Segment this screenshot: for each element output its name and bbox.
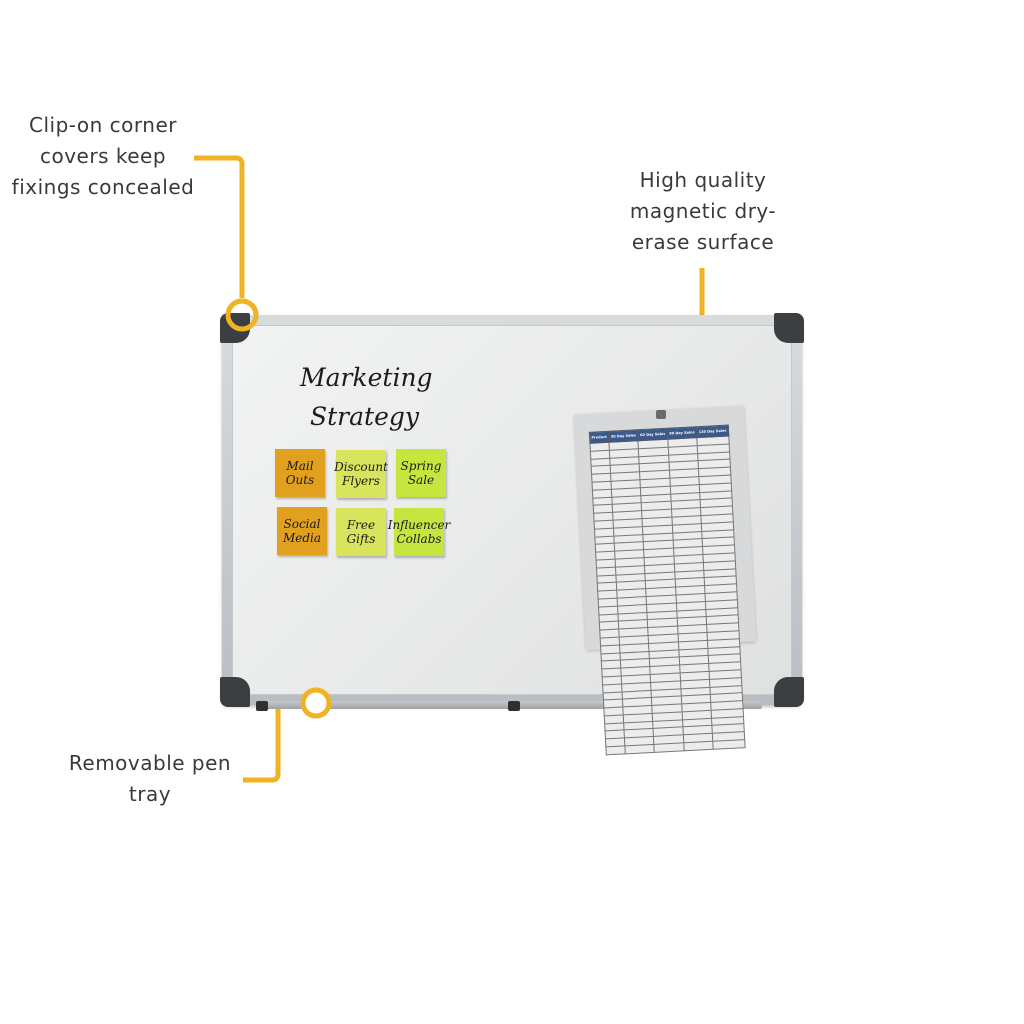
sales-table: Product 30 Day Sales 60 Day Sales 90 Day… [589,425,746,756]
table-cell [624,744,655,754]
sticky-note: Discount Flyers [334,450,388,498]
pinned-sales-sheet: Product 30 Day Sales 60 Day Sales 90 Day… [573,405,757,755]
sticky-note: Mail Outs [275,449,325,497]
sticky-note: Free Gifts [336,508,386,556]
board-title-line1: Marketing [300,363,433,392]
sticky-note: Influencer Collabs [388,508,450,556]
pen-tray-clip-left [256,701,268,711]
sticky-note: Social Media [277,507,327,555]
corner-cover-top-right [774,313,804,343]
table-cell [712,739,746,750]
sales-table-body [589,436,746,755]
callout-pen-tray: Removable pen tray [68,751,232,806]
table-cell [683,741,714,751]
table-cell [654,742,684,753]
board-title-line2: Strategy [310,402,419,431]
pen-tray-clip-right [508,701,520,711]
callout-corner-covers: Clip-on corner covers keep fixings conce… [11,113,195,199]
corner-leader-dot-overlay [225,298,259,332]
table-cell [605,745,626,755]
corner-cover-bottom-right [774,677,804,707]
corner-cover-bottom-left [220,677,250,707]
sticky-note: Spring Sale [396,449,446,497]
callout-dry-erase-surface: High quality magnetic dry- erase surface [629,168,777,254]
corner-leader-line [194,155,245,298]
tray-leader-dot [300,687,332,719]
magnet [656,410,666,419]
